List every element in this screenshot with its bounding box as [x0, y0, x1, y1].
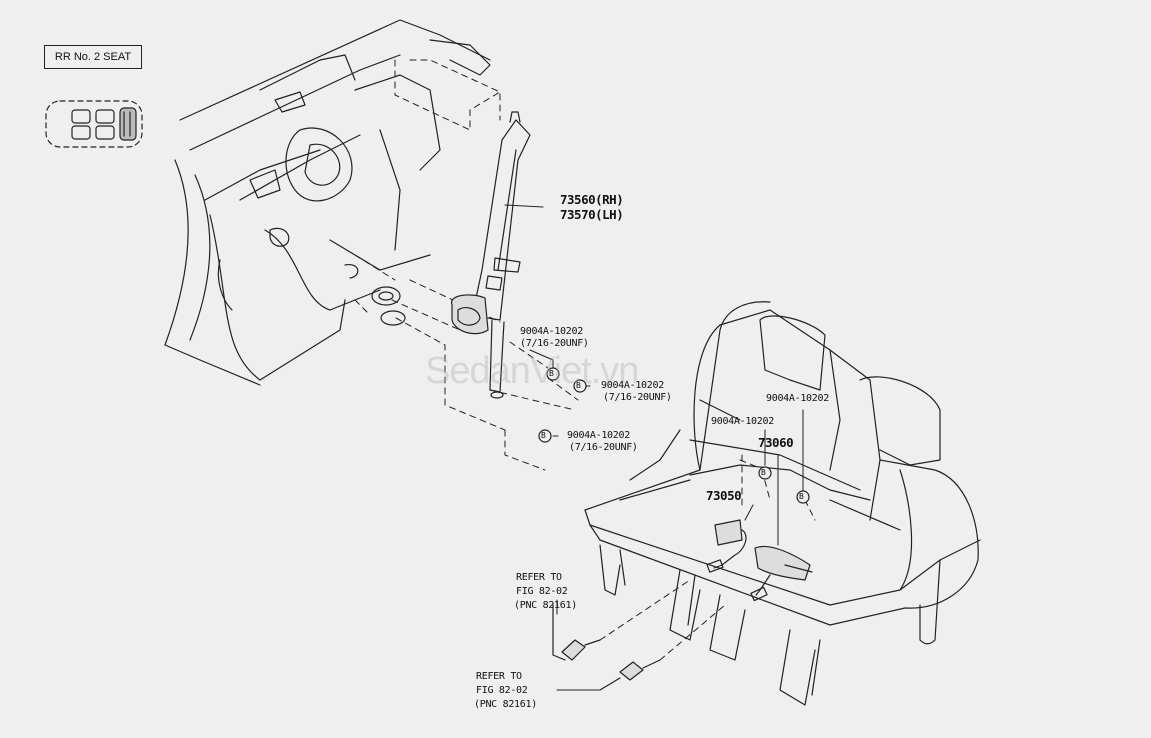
refer-to-1-line2: FIG 82-02: [516, 586, 568, 597]
refer-to-1-line3: (PNC 82161): [514, 600, 577, 611]
bolt-marker-3: B: [541, 431, 546, 440]
bolt-marker-2: B: [576, 381, 581, 390]
part-label-belt-lh: 73570(LH): [560, 207, 624, 222]
leader-lines: [354, 59, 579, 471]
bolt-code-5: 9004A-10202: [766, 393, 829, 404]
bolt-code-4: 9004A-10202: [711, 416, 774, 427]
bolt-spec-2: (7/16-20UNF): [603, 392, 672, 403]
harness-connectors: [552, 604, 661, 691]
bolt-code-3: 9004A-10202: [567, 430, 630, 441]
refer-to-2-line2: FIG 82-02: [476, 685, 528, 696]
bolt-code-2: 9004A-10202: [601, 380, 664, 391]
bolt-marker-1: B: [549, 369, 554, 378]
refer-to-1-line1: REFER TO: [516, 572, 562, 583]
bolt-code-1: 9004A-10202: [520, 326, 583, 337]
bolt-spec-3: (7/16-20UNF): [569, 442, 638, 453]
seat-position-label: RR No. 2 SEAT: [44, 45, 142, 69]
refer-to-2-line1: REFER TO: [476, 671, 522, 682]
bolt-spec-1: (7/16-20UNF): [520, 338, 589, 349]
part-label-buckle-b: 73060: [758, 435, 794, 450]
bolt-markers: [538, 367, 810, 504]
seat-position-icon: [45, 100, 143, 148]
rear-bench-seat: [584, 301, 981, 706]
part-label-belt-rh: 73560(RH): [560, 192, 624, 207]
watermark: SedanViet.vn: [425, 350, 639, 392]
seat-buckles: [706, 519, 813, 602]
seat-leader-lines: [599, 454, 816, 661]
callout-lines: [504, 204, 804, 691]
vehicle-body-panel: [164, 19, 491, 386]
refer-to-2-line3: (PNC 82161): [474, 699, 537, 710]
bolt-marker-4: B: [761, 468, 766, 477]
bolt-marker-5: B: [799, 492, 804, 501]
part-label-buckle-a: 73050: [706, 488, 742, 503]
seat-belt-assembly: [451, 111, 531, 399]
